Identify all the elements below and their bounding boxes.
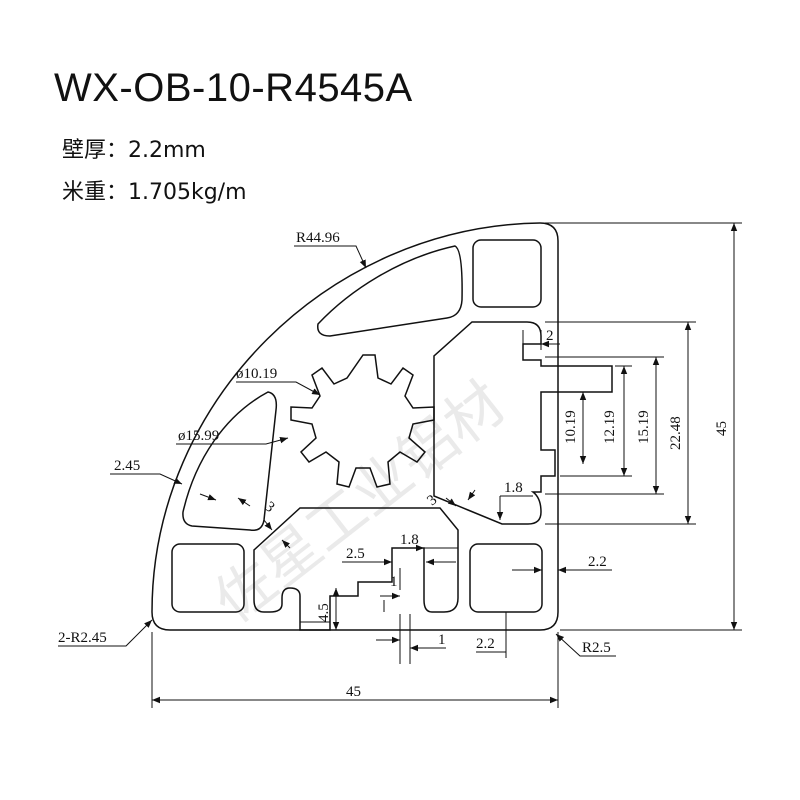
dim-slot-15-19: 15.19	[636, 410, 652, 444]
dim-outer-radius: R44.96	[296, 230, 340, 246]
pocket-bottom-right	[469, 543, 543, 613]
dim-wall-left: 2.45	[114, 458, 140, 474]
page-title: WX-OB-10-R4545A	[54, 66, 413, 110]
dim-rib-left: 3	[261, 499, 277, 516]
profile-outline	[151, 222, 559, 631]
dim-gap-vertical: 1	[390, 574, 398, 590]
central-bore	[290, 354, 435, 488]
pocket-bottom-left	[171, 543, 245, 613]
dim-gap-horizontal: 1	[438, 632, 446, 648]
dim-slot-22-48: 22.48	[668, 416, 684, 450]
dim-depth: 4.5	[316, 603, 332, 622]
weight-spec: 米重：1.705kg/m	[62, 180, 247, 205]
dim-slot-12-19: 12.19	[602, 410, 618, 444]
dim-lip-right: 1.8	[504, 480, 523, 496]
pocket-top-right	[472, 239, 542, 308]
dim-slot-width: 2	[546, 328, 554, 344]
dim-slot-2-5: 2.5	[346, 546, 365, 562]
dim-corner-radius-left: 2-R2.45	[58, 630, 107, 646]
wall-thickness-spec: 壁厚：2.2mm	[62, 138, 206, 163]
dim-slot-10-19: 10.19	[563, 410, 579, 444]
dim-lip-bottom: 1.8	[400, 532, 419, 548]
dim-corner-radius-right: R2.5	[582, 640, 611, 656]
dim-rib-right: 3	[424, 492, 440, 509]
dim-bore-large: ø15.99	[178, 428, 219, 444]
pocket-upper-arc	[317, 245, 463, 337]
central-chamber	[433, 321, 613, 525]
dim-height: 45	[714, 421, 730, 436]
dim-bore-small: ø10.19	[236, 366, 277, 382]
dim-wall-right: 2.2	[588, 554, 607, 570]
lower-chamber	[253, 507, 459, 631]
dim-width: 45	[346, 684, 361, 700]
dim-wall-bottom: 2.2	[476, 636, 495, 652]
